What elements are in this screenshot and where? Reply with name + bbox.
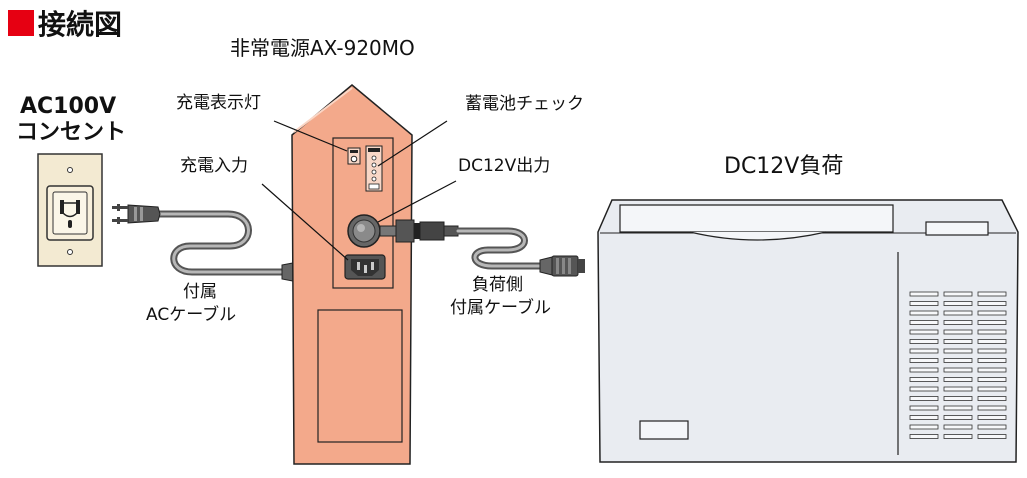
vent-slot	[909, 358, 939, 363]
title-marker-icon	[8, 10, 34, 36]
vent-slot	[977, 301, 1007, 306]
vent-slot	[943, 424, 973, 430]
vent-slot	[943, 405, 973, 411]
load-plug-icon	[539, 255, 585, 277]
led-icon	[371, 162, 377, 168]
vent-slot	[909, 348, 939, 354]
vent-slot	[977, 320, 1007, 325]
vent-slot	[943, 301, 973, 306]
vent-slot	[909, 396, 939, 401]
vent-slot	[943, 291, 973, 297]
battery-check-panel	[365, 145, 383, 192]
vent-slot	[909, 405, 939, 411]
vent-slot	[977, 386, 1007, 392]
vent-slot	[909, 415, 939, 420]
load-cable-label-line1: 負荷側	[472, 275, 523, 295]
vent-slot	[943, 396, 973, 401]
led-icon	[371, 169, 377, 175]
plug-icon	[112, 204, 161, 224]
check-button	[368, 183, 380, 190]
vent-slot	[909, 329, 939, 335]
vent-slot	[909, 291, 939, 297]
vent-slot	[977, 348, 1007, 354]
vent-slot	[977, 291, 1007, 297]
load-cable-label-line2: 付属ケーブル	[450, 298, 551, 318]
led-icon	[371, 176, 377, 182]
vent-slot	[909, 377, 939, 382]
vent-slot	[909, 386, 939, 392]
vent-slot	[909, 320, 939, 325]
dc-plug-icon	[379, 219, 459, 243]
outlet-label-line1: AC100V	[20, 94, 117, 119]
lower-panel	[317, 309, 403, 443]
charge-input-label: 充電入力	[180, 156, 248, 176]
vent-slot	[977, 339, 1007, 344]
vent-slot	[977, 396, 1007, 401]
dc-socket-icon	[347, 214, 381, 248]
vent-slot	[943, 415, 973, 420]
vent-slot	[943, 310, 973, 316]
vent-slot	[909, 367, 939, 373]
vent-slot	[977, 405, 1007, 411]
vent-slot	[909, 424, 939, 430]
battery-check-label: 蓄電池チェック	[465, 94, 584, 114]
leader-lines	[261, 120, 457, 261]
vent-slot	[977, 434, 1007, 439]
dc-output-label: DC12V出力	[458, 156, 551, 176]
vent-slot	[909, 339, 939, 344]
vent-slot	[943, 434, 973, 439]
title-text: 接続図	[38, 8, 123, 41]
vent-slot	[943, 329, 973, 335]
vent-slot	[977, 358, 1007, 363]
vent-slot	[977, 310, 1007, 316]
vent-slot	[943, 320, 973, 325]
unit-name-label: 非常電源AX-920MO	[230, 36, 415, 60]
vent-slot	[943, 348, 973, 354]
vent-slot	[943, 358, 973, 363]
iec-inlet-icon	[344, 254, 386, 280]
vent-slot	[977, 415, 1007, 420]
vent-slot	[909, 310, 939, 316]
charge-indicator-label: 充電表示灯	[176, 93, 261, 113]
ac-cable-label-line1: 付属	[183, 282, 217, 302]
vent-slot	[943, 339, 973, 344]
vent-slot	[977, 424, 1007, 430]
load-cable	[379, 219, 585, 277]
power-unit	[291, 84, 413, 465]
vent-slot	[943, 367, 973, 373]
dc-load-device	[597, 199, 1019, 463]
vent-grille	[909, 291, 1007, 439]
diagram-title: 接続図	[8, 6, 123, 41]
label-plate	[639, 420, 689, 440]
led-icon	[371, 155, 377, 161]
vent-slot	[943, 386, 973, 392]
ac-outlet-icon	[37, 153, 103, 267]
vent-slot	[977, 329, 1007, 335]
charge-indicator-led-icon	[347, 147, 361, 165]
ac-cable-label-line2: ACケーブル	[146, 305, 237, 325]
vent-slot	[977, 377, 1007, 382]
vent-slot	[977, 367, 1007, 373]
outlet-label-line2: コンセント	[16, 120, 127, 145]
vent-slot	[943, 377, 973, 382]
vent-slot	[909, 301, 939, 306]
vent-slot	[909, 434, 939, 439]
dc-load-label: DC12V負荷	[724, 154, 844, 179]
